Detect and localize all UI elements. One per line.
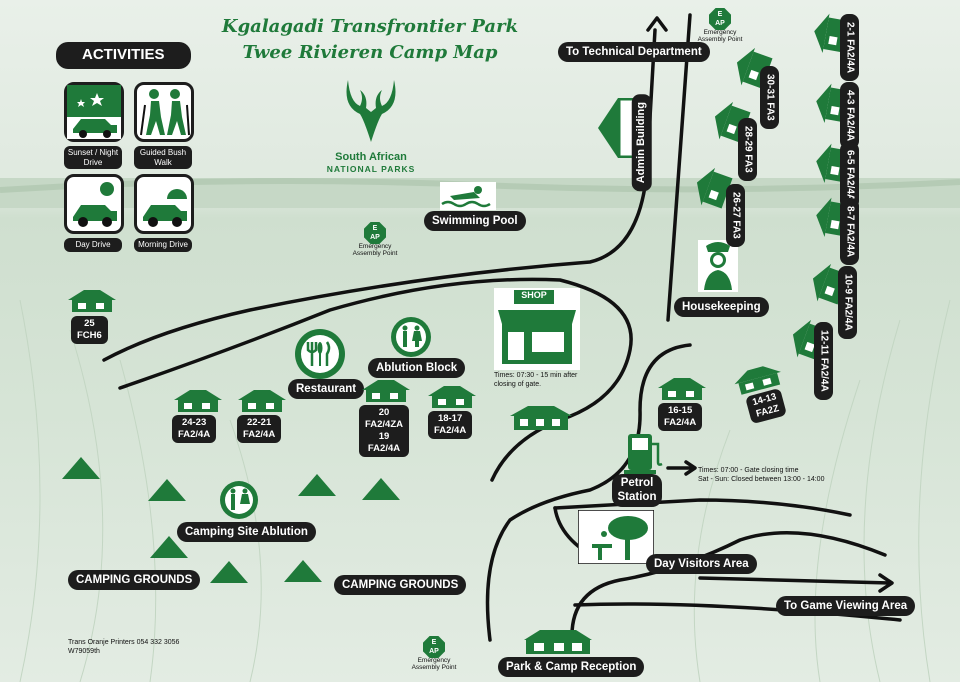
chalet-house-icon <box>696 167 733 209</box>
housekeeping-label[interactable]: Housekeeping <box>674 297 769 318</box>
chalet-house-icon <box>736 47 773 89</box>
admin-building-label[interactable]: Admin Building <box>632 94 652 192</box>
unit-4-3-label[interactable]: 4-3 FA2/4A <box>840 82 859 150</box>
activity-morning-drive-label: Morning Drive <box>134 238 192 252</box>
unit-26-27-label[interactable]: 26-27 FA3 <box>726 184 745 247</box>
shop-icon <box>494 288 580 370</box>
tent-icon <box>362 478 400 500</box>
bush-walk-icon <box>140 89 190 136</box>
camping-grounds-right-label[interactable]: CAMPING GROUNDS <box>334 575 467 596</box>
chalet-house-icon <box>362 380 410 402</box>
swimming-pool-label[interactable]: Swimming Pool <box>424 211 526 232</box>
arrow-game <box>878 573 894 593</box>
day-visitors-label[interactable]: Day Visitors Area <box>646 554 757 575</box>
petrol-times-note-1: Times: 07:00 - Gate closing time <box>698 467 799 474</box>
game-viewing-label[interactable]: To Game Viewing Area <box>776 596 916 617</box>
road-admin <box>102 28 657 362</box>
logo-line1: South African <box>335 151 407 163</box>
unit-2-1-label[interactable]: 2-1 FA2/4A <box>840 14 859 82</box>
tent-icon <box>62 457 100 479</box>
swimming-pool-icon <box>440 182 496 210</box>
reception-label[interactable]: Park & Camp Reception <box>498 657 645 678</box>
unit-28-29-label[interactable]: 28-29 FA3 <box>738 118 757 181</box>
chalet-house-icon <box>714 101 751 143</box>
night-drive-icon <box>67 85 121 139</box>
chalet-house-icon <box>174 390 222 412</box>
day-visitors-icon <box>578 510 654 564</box>
kudu-logo-icon <box>346 80 396 142</box>
ablution-icon <box>391 317 431 357</box>
unit-12-11-label[interactable]: 12-11 FA2/4A <box>814 322 833 400</box>
camping-site-ablution-label[interactable]: Camping Site Ablution <box>177 522 316 543</box>
reception-building-icon <box>524 630 592 654</box>
petrol-times-note-2: Sat - Sun: Closed between 13:00 - 14:00 <box>698 476 825 483</box>
morning-drive-icon <box>143 189 187 227</box>
tent-icon <box>210 561 248 583</box>
tent-icon <box>298 474 336 496</box>
shop-sign: SHOP <box>521 290 547 300</box>
admin-building-icon <box>598 98 636 158</box>
shop-times-note: Times: 07:30 - 15 min after closing of g… <box>494 372 578 388</box>
day-drive-icon <box>73 182 117 227</box>
unit-6-5-label[interactable]: 6-5 FA2/4A <box>840 142 859 210</box>
tent-icon <box>284 560 322 582</box>
activities-heading: ACTIVITIES <box>56 42 191 69</box>
road-vertical-right <box>666 13 692 322</box>
chalet-house-icon <box>428 386 476 408</box>
chalet-house-icon <box>68 290 116 312</box>
restaurant-label[interactable]: Restaurant <box>288 379 365 400</box>
tent-icon <box>148 479 186 501</box>
petrol-station-label[interactable]: Petrol Station <box>612 474 662 507</box>
housekeeping-icon <box>698 240 738 292</box>
arrow-petrol <box>684 460 697 476</box>
map-title-line2: Twee Rivieren Camp Map <box>242 42 498 63</box>
activity-night-drive-label: Sunset / Night Drive <box>64 146 122 170</box>
petrol-pump-icon <box>624 434 663 474</box>
activity-bush-walk[interactable] <box>134 82 194 142</box>
unit-8-7-label[interactable]: 8-7 FA2/4A <box>840 198 859 266</box>
activity-bush-walk-label: Guided Bush Walk <box>134 146 192 170</box>
printer-credits: Trans Oranje Printers 054 332 3056 W7905… <box>68 639 180 656</box>
tent-icon <box>150 536 188 558</box>
activity-morning-drive[interactable] <box>134 174 194 234</box>
arrow-technical <box>646 16 668 32</box>
activity-day-drive[interactable] <box>64 174 124 234</box>
technical-department-label[interactable]: To Technical Department <box>558 42 710 63</box>
road-day-visitors-top <box>553 498 852 517</box>
chalet-house-icon <box>238 390 286 412</box>
unit-10-9-label[interactable]: 10-9 FA2/4A <box>838 266 857 339</box>
logo-line2: NATIONAL PARKS <box>326 164 416 175</box>
activity-night-drive[interactable] <box>64 82 124 142</box>
ablution-block-label[interactable]: Ablution Block <box>368 358 466 379</box>
camping-grounds-left-label[interactable]: CAMPING GROUNDS <box>68 570 201 591</box>
chalet-house-icon <box>658 378 706 400</box>
camping-ablution-icon <box>220 481 258 519</box>
activity-day-drive-label: Day Drive <box>64 238 122 252</box>
map-title-line1: Kgalagadi Transfrontier Park <box>221 16 519 37</box>
restaurant-icon <box>295 329 345 379</box>
road-curve-mid <box>485 343 692 642</box>
chalet-house-icon <box>734 366 781 395</box>
chalet-house-icon <box>510 406 572 430</box>
unit-30-31-label[interactable]: 30-31 FA3 <box>760 66 779 129</box>
road-game <box>698 576 892 585</box>
